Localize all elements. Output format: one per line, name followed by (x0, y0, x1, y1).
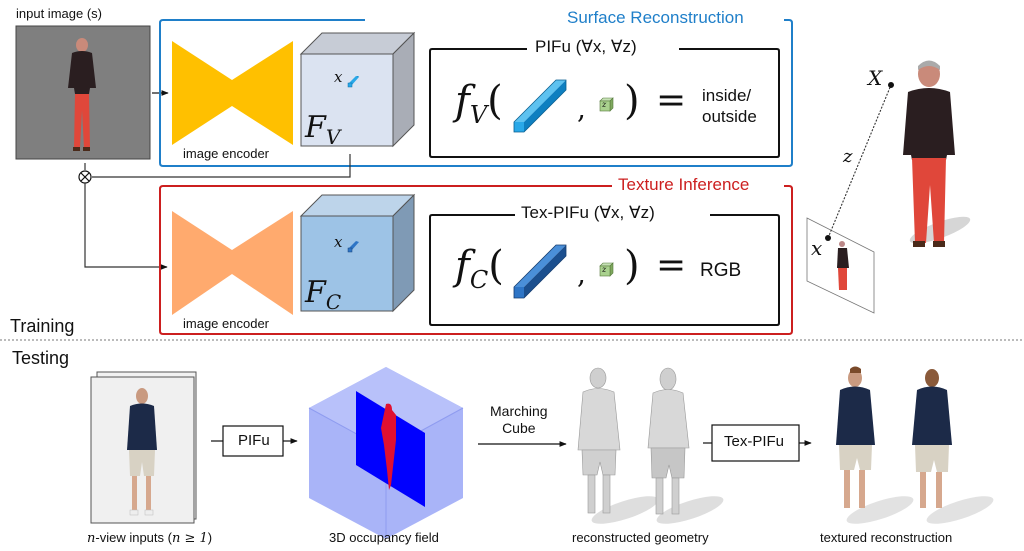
feature-subscript: C (325, 290, 342, 314)
occupancy-silhouette (381, 403, 396, 490)
output-line-1: inside/ (702, 86, 752, 105)
texture-image-encoder (172, 211, 293, 315)
surface-pixel-label: x (334, 68, 343, 86)
pixel-feature-bar-v (513, 79, 567, 133)
point-3d-label: X (868, 66, 883, 90)
point-2d-marker (825, 235, 831, 241)
tex-pifu-title: Tex-PIFu (∀x, ∀z) (518, 203, 658, 223)
feature-volume-fc (299, 193, 416, 313)
surface-image-encoder (172, 41, 293, 145)
training-section-label: Training (10, 316, 75, 336)
textured-reconstruction-label: textured reconstruction (820, 530, 953, 545)
point-3d-marker (888, 82, 894, 88)
function-subscript: C (469, 266, 489, 294)
input-image (15, 25, 151, 160)
label-end: ) (207, 530, 213, 545)
close-paren: ) (624, 243, 640, 289)
arrow-to-texture-encoder (84, 183, 168, 270)
texture-output-label: RGB (700, 260, 742, 281)
feature-symbol: F (305, 275, 326, 310)
n-view-inputs-label: n-view inputs (n ≥ 1) (87, 530, 212, 546)
multiply-node-icon (78, 170, 92, 184)
reconstructed-geometry-label: reconstructed geometry (572, 530, 709, 545)
feature-symbol: F (305, 110, 326, 145)
n-view-inputs-image (90, 371, 197, 524)
n-condition: n ≥ 1 (171, 531, 208, 546)
function-symbol: f (455, 78, 470, 124)
comma: , (577, 92, 586, 125)
image-plane (806, 217, 875, 314)
tex-pifu-step-label: Tex-PIFu (724, 433, 785, 450)
tex-pifu-step-box (711, 424, 800, 462)
texture-encoder-label: image encoder (183, 316, 269, 331)
close-paren: ) (624, 78, 640, 124)
surface-reconstruction-title: Surface Reconstruction (563, 8, 748, 28)
label-text: -view inputs ( (95, 530, 172, 545)
n-variable: n (87, 531, 96, 546)
pifu-frame (429, 48, 780, 158)
testing-section-label: Testing (12, 348, 70, 368)
depth-cube-v (599, 97, 614, 112)
texture-pixel-label: x (334, 233, 343, 251)
reconstructed-geometry-figures (577, 367, 724, 524)
texture-z-label: z (602, 265, 607, 274)
textured-reconstruction-figures (836, 366, 994, 524)
marching-cube-line-1: Marching (490, 403, 548, 419)
pifu-title: PIFu (∀x, ∀z) (532, 37, 640, 57)
surface-feature-label: FV (305, 110, 340, 149)
feature-subscript: V (325, 125, 341, 149)
surface-function-name: fV( (455, 78, 503, 129)
feature-volume-fv (299, 31, 416, 148)
surface-z-label: z (602, 100, 607, 109)
surface-encoder-label: image encoder (183, 146, 269, 161)
point-2d-label: x (811, 236, 823, 260)
texture-feature-label: FC (305, 275, 341, 314)
marching-cube-line-2: Cube (502, 420, 536, 436)
pifu-step-box (222, 425, 284, 457)
pifu-step-label: PIFu (238, 432, 270, 449)
texture-function-name: fC( (455, 243, 504, 294)
depth-label: z (843, 146, 853, 167)
feature-skip-line (92, 154, 351, 178)
training-3d-person (903, 60, 971, 247)
pixel-feature-bar-c (513, 244, 567, 299)
surface-output-label: inside/outside (702, 85, 757, 127)
surface-equals: = (656, 80, 687, 121)
surface-reconstruction-frame (159, 19, 793, 167)
function-symbol: f (455, 243, 470, 289)
comma: , (577, 257, 586, 290)
depth-cube-c (599, 262, 614, 277)
texture-equals: = (656, 245, 687, 286)
texture-inference-title: Texture Inference (614, 175, 754, 195)
function-subscript: V (469, 101, 488, 129)
occupancy-field-label: 3D occupancy field (329, 530, 439, 545)
occupancy-field-cube (308, 367, 464, 539)
texture-inference-frame (159, 185, 793, 335)
tex-pifu-frame (429, 214, 780, 326)
input-image-label: input image (s) (16, 6, 102, 21)
output-line-2: outside (702, 107, 757, 126)
projection-ray (827, 84, 892, 239)
input-person-figure (68, 38, 96, 151)
